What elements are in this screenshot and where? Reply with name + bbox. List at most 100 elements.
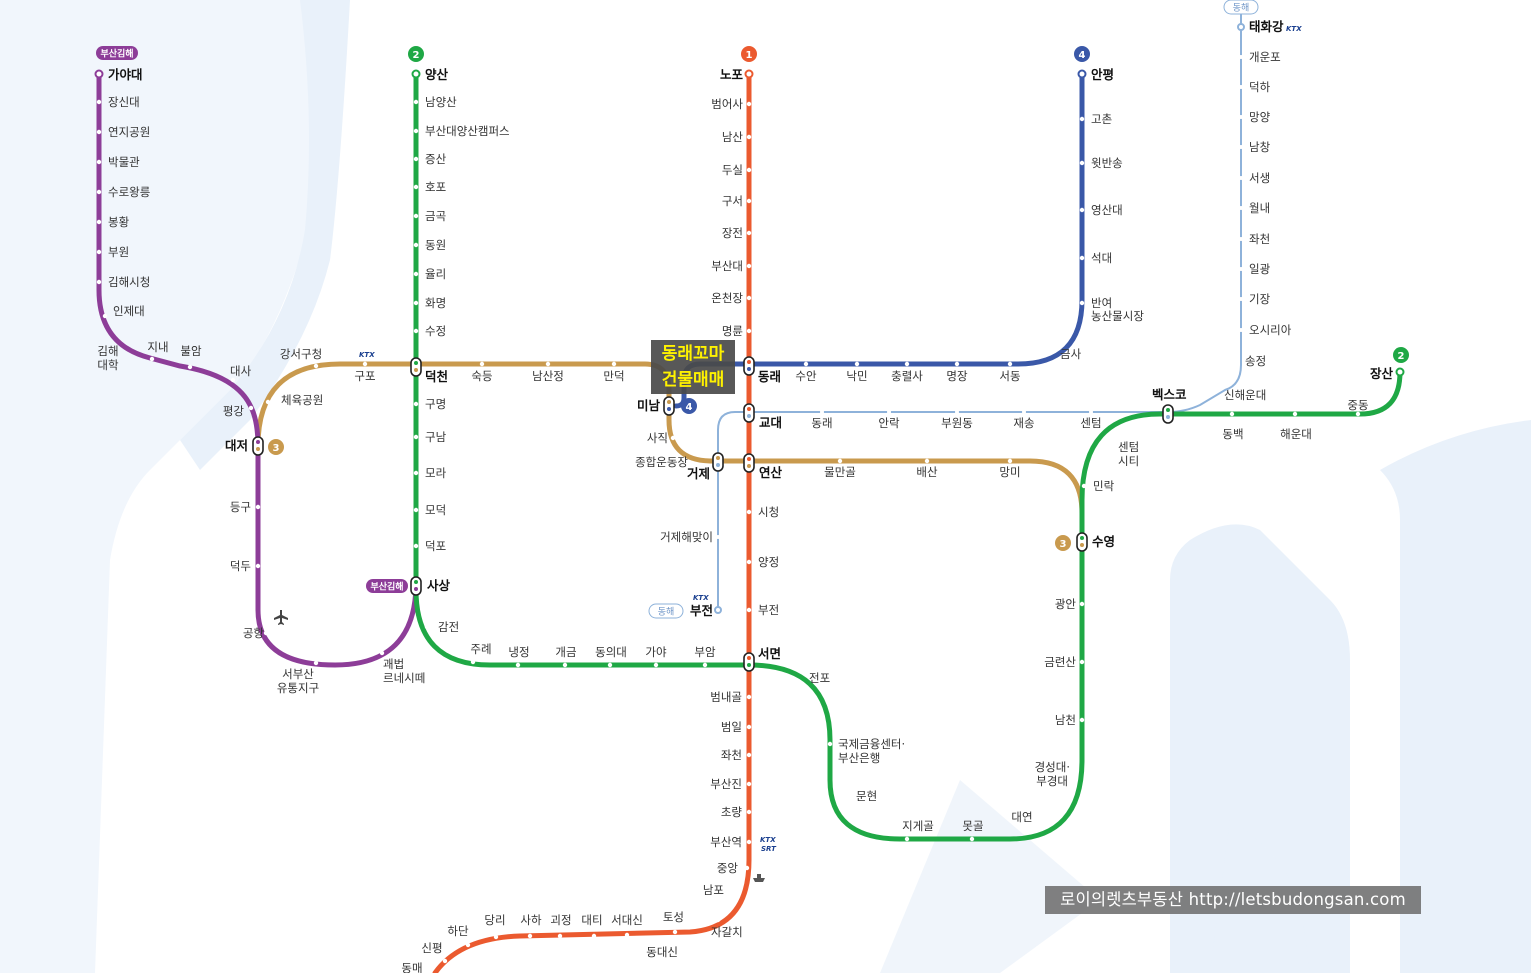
svg-text:금곡: 금곡 [425, 209, 446, 223]
svg-text:재송: 재송 [1013, 416, 1034, 430]
svg-text:오시리아: 오시리아 [1249, 323, 1292, 337]
svg-text:율리: 율리 [425, 267, 446, 281]
svg-text:냉정: 냉정 [508, 645, 529, 659]
svg-text:동래: 동래 [811, 416, 832, 430]
svg-text:3: 3 [1060, 539, 1067, 550]
line-4-badge-minam: 4 [681, 398, 697, 414]
svg-text:덕두: 덕두 [230, 559, 251, 573]
line-2-badge: 2 [408, 46, 424, 62]
svg-text:덕포: 덕포 [425, 539, 446, 553]
svg-text:괘법: 괘법 [383, 657, 404, 671]
svg-text:연지공원: 연지공원 [108, 125, 150, 139]
svg-text:남포: 남포 [703, 883, 724, 897]
svg-text:숙등: 숙등 [471, 369, 492, 383]
svg-text:부전: 부전 [758, 603, 779, 617]
line-3-badge-suyeong: 3 [1055, 535, 1071, 551]
svg-text:대저: 대저 [225, 438, 248, 453]
svg-text:시청: 시청 [758, 505, 779, 519]
svg-text:부원동: 부원동 [941, 416, 973, 430]
svg-text:미남: 미남 [637, 398, 661, 413]
svg-text:서대신: 서대신 [611, 913, 643, 927]
svg-text:동래: 동래 [758, 369, 781, 384]
svg-text:하단: 하단 [447, 924, 469, 938]
svg-text:농산물시장: 농산물시장 [1091, 309, 1144, 323]
svg-text:부산역: 부산역 [710, 835, 742, 849]
svg-text:동의대: 동의대 [595, 645, 627, 659]
svg-text:구명: 구명 [425, 397, 446, 411]
transfer-minam [663, 396, 675, 416]
svg-text:부산진: 부산진 [710, 777, 742, 791]
line-badges: 1 2 4 2 3 3 4 부산김해 부산김해 동해 동해 [96, 0, 1409, 619]
svg-text:일광: 일광 [1249, 262, 1271, 276]
svg-text:불암: 불암 [180, 344, 202, 358]
promo-line-2: 건물매매 [662, 370, 725, 390]
station-labels: 노포 범어사 남산 두실 구서 장전 부산대 온천장 명륜 동래 교대 연산 시… [97, 19, 1393, 973]
svg-text:경성대·: 경성대· [1035, 760, 1070, 774]
svg-text:문현: 문현 [856, 789, 877, 803]
ktx-mark-bujeon: KTX [693, 594, 709, 602]
svg-text:좌천: 좌천 [1249, 232, 1270, 246]
svg-text:전포: 전포 [809, 671, 830, 685]
svg-text:부산은행: 부산은행 [838, 751, 880, 765]
transfer-sasang [410, 576, 422, 596]
svg-text:만덕: 만덕 [603, 369, 624, 383]
transfer-dongnae [743, 356, 755, 376]
svg-text:범내골: 범내골 [710, 690, 742, 704]
svg-text:초량: 초량 [721, 805, 743, 819]
svg-text:3: 3 [273, 443, 280, 454]
ktx-mark-taehwagang: KTX [1286, 25, 1302, 33]
svg-text:강서구청: 강서구청 [280, 347, 322, 361]
svg-text:화명: 화명 [425, 296, 446, 310]
svg-text:부산대: 부산대 [711, 259, 743, 273]
svg-text:월내: 월내 [1249, 201, 1270, 215]
svg-text:금사: 금사 [1060, 347, 1082, 361]
svg-text:등구: 등구 [230, 500, 251, 514]
line-1 [432, 70, 752, 973]
svg-text:시티: 시티 [1118, 454, 1139, 468]
svg-text:부전: 부전 [690, 603, 713, 618]
svg-text:해운대: 해운대 [1280, 427, 1312, 441]
svg-text:괴정: 괴정 [550, 913, 571, 927]
transfer-gyodae [743, 403, 755, 423]
svg-text:배산: 배산 [916, 465, 938, 479]
bgl-badge-top: 부산김해 [96, 46, 138, 60]
svg-text:2: 2 [413, 50, 420, 61]
svg-text:반여: 반여 [1091, 296, 1112, 310]
svg-text:사하: 사하 [520, 913, 542, 927]
bgl-badge-sasang: 부산김해 [366, 579, 408, 593]
svg-text:주례: 주례 [470, 642, 491, 656]
svg-text:동해: 동해 [658, 607, 675, 618]
svg-text:안락: 안락 [878, 416, 900, 430]
svg-text:충렬사: 충렬사 [891, 369, 923, 383]
svg-text:남양산: 남양산 [425, 95, 457, 109]
svg-text:범어사: 범어사 [711, 97, 743, 111]
svg-text:호포: 호포 [425, 180, 446, 194]
line-2-badge-jangsan: 2 [1393, 347, 1409, 363]
srt-mark-busan-station: SRT [761, 845, 777, 853]
transfer-yeonsan [743, 453, 755, 473]
transfer-stations [252, 356, 1174, 672]
station-dots [96, 55, 1361, 964]
svg-text:부암: 부암 [694, 645, 716, 659]
svg-text:서생: 서생 [1249, 171, 1270, 185]
svg-text:영산대: 영산대 [1091, 203, 1123, 217]
donghae-badge-top: 동해 [1223, 0, 1259, 15]
svg-text:종합운동장: 종합운동장 [635, 455, 688, 469]
svg-text:거제해맞이: 거제해맞이 [660, 530, 713, 544]
svg-text:민락: 민락 [1093, 479, 1115, 493]
promo-overlay: 동래꼬마 건물매매 [651, 340, 735, 394]
svg-text:당리: 당리 [484, 913, 505, 927]
svg-text:대학: 대학 [97, 358, 119, 372]
svg-text:구서: 구서 [722, 194, 743, 208]
svg-text:온천장: 온천장 [711, 291, 743, 305]
svg-text:국제금융센터·: 국제금융센터· [838, 737, 905, 751]
svg-text:박물관: 박물관 [108, 155, 140, 169]
svg-text:인제대: 인제대 [113, 304, 145, 318]
svg-text:서동: 서동 [999, 369, 1020, 383]
svg-text:연산: 연산 [759, 465, 783, 480]
svg-text:평강: 평강 [223, 404, 245, 418]
svg-text:남산정: 남산정 [532, 369, 564, 383]
svg-text:센텀: 센텀 [1080, 416, 1101, 430]
svg-text:봉황: 봉황 [108, 215, 130, 229]
svg-text:두실: 두실 [722, 163, 743, 177]
